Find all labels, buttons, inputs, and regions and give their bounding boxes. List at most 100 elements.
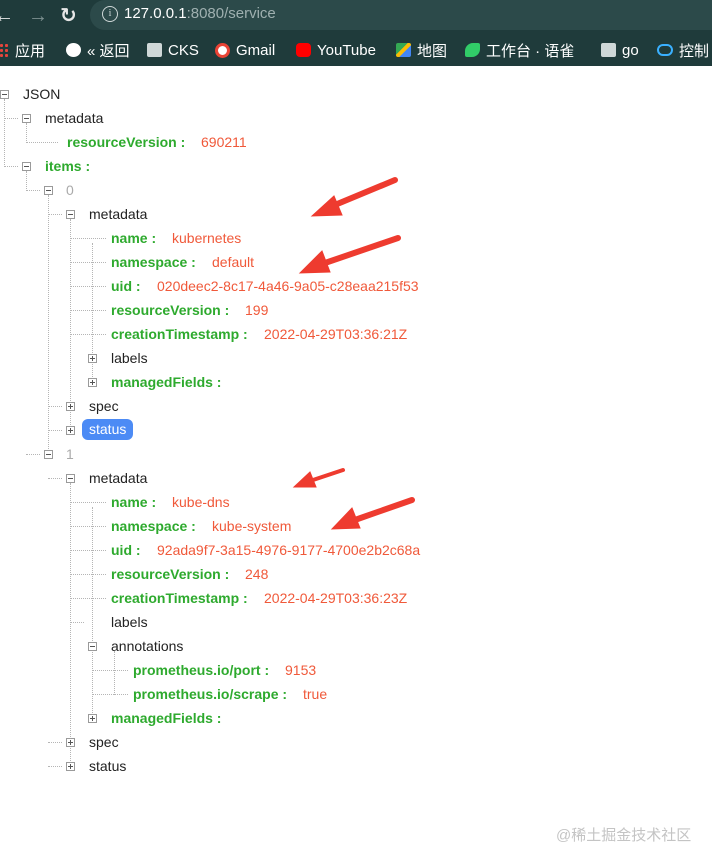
tree-node-labels[interactable]: labels: [111, 614, 148, 630]
tree-value: 690211: [201, 134, 247, 150]
tree-connector: [26, 142, 58, 143]
tree-connector: [92, 243, 93, 383]
forward-icon[interactable]: →: [28, 5, 48, 27]
collapse-toggle[interactable]: [44, 450, 53, 459]
tree-key: resourceVersion :: [111, 302, 230, 318]
tree-node-labels[interactable]: labels: [111, 350, 148, 366]
expand-toggle[interactable]: [66, 738, 75, 747]
collapse-toggle[interactable]: [22, 162, 31, 171]
bookmark-youtube[interactable]: YouTube: [296, 39, 376, 61]
tree-node-metadata[interactable]: metadata: [89, 206, 148, 222]
bookmark-apps[interactable]: 应用: [0, 39, 45, 61]
google-icon: [215, 42, 230, 58]
tree-value: 248: [245, 566, 269, 582]
red-arrow-icon: [330, 497, 415, 530]
tree-connector: [48, 406, 62, 407]
tree-value: default: [212, 254, 255, 270]
collapse-toggle[interactable]: [44, 186, 53, 195]
tree-value: 199: [245, 302, 269, 318]
tree-connector: [48, 214, 62, 215]
site-info-icon[interactable]: i: [102, 6, 118, 22]
tree-connector: [4, 118, 18, 119]
tree-connector: [70, 483, 71, 767]
tree-value: 2022-04-29T03:36:23Z: [264, 590, 408, 606]
tree-node-index[interactable]: 1: [66, 446, 74, 462]
red-arrow-icon: [310, 177, 398, 217]
tree-value: 020deec2-8c17-4a46-9a05-c28eaa215f53: [157, 278, 419, 294]
expand-toggle[interactable]: [88, 378, 97, 387]
tree-connector: [48, 478, 62, 479]
reload-icon[interactable]: ↻: [60, 5, 77, 27]
tree-connector: [26, 123, 27, 143]
expand-toggle[interactable]: [88, 354, 97, 363]
tree-node-metadata[interactable]: metadata: [45, 110, 104, 126]
url-text[interactable]: 127.0.0.1:8080/service: [124, 5, 276, 22]
tree-connector: [70, 574, 106, 575]
bookmark-go[interactable]: go: [601, 39, 639, 61]
bookmarks-bar: 应用 « 返回 CKS Gmail YouTube 地图 工作台 · 语雀 go…: [0, 34, 712, 66]
tree-key: creationTimestamp :: [111, 590, 248, 606]
expand-toggle[interactable]: [66, 762, 75, 771]
tree-connector: [26, 454, 40, 455]
expand-toggle[interactable]: [88, 714, 97, 723]
tree-connector: [48, 766, 62, 767]
bookmark-gmail[interactable]: Gmail: [215, 39, 275, 61]
tree-node-items[interactable]: items :: [45, 158, 91, 174]
maps-icon: [396, 43, 411, 57]
tree-connector: [26, 190, 40, 191]
watermark: @稀土掘金技术社区: [556, 827, 692, 844]
collapse-toggle[interactable]: [22, 114, 31, 123]
tree-key: name :: [111, 494, 157, 510]
tree-connector: [70, 598, 106, 599]
collapse-toggle[interactable]: [0, 90, 9, 99]
tree-value: kubernetes: [172, 230, 242, 246]
tree-connector: [70, 219, 71, 431]
tree-key: uid :: [111, 278, 141, 294]
tree-key: prometheus.io/scrape :: [133, 686, 288, 702]
tree-node-metadata[interactable]: metadata: [89, 470, 148, 486]
tree-key: namespace :: [111, 518, 196, 534]
tree-connector: [70, 334, 106, 335]
tree-node-root[interactable]: JSON: [23, 86, 61, 102]
tree-node-managedfields[interactable]: managedFields :: [111, 374, 222, 390]
tree-connector: [70, 286, 106, 287]
expand-toggle[interactable]: [66, 426, 75, 435]
cloud-icon: [657, 44, 673, 56]
expand-toggle[interactable]: [66, 402, 75, 411]
folder-icon: [147, 43, 162, 57]
back-icon[interactable]: ←: [0, 5, 14, 27]
bookmark-maps[interactable]: 地图: [396, 39, 447, 61]
tree-key: name :: [111, 230, 157, 246]
tree-connector: [70, 238, 106, 239]
youtube-icon: [296, 43, 311, 57]
tree-node-status[interactable]: status: [89, 758, 127, 774]
tree-value: 92ada9f7-3a15-4976-9177-4700e2b2c68a: [157, 542, 421, 558]
folder-icon: [601, 43, 616, 57]
tree-connector: [114, 651, 115, 695]
collapse-toggle[interactable]: [88, 642, 97, 651]
address-bar[interactable]: [90, 0, 712, 30]
tree-node-annotations[interactable]: annotations: [111, 638, 184, 654]
globe-icon: [66, 43, 81, 57]
bookmark-back[interactable]: « 返回: [66, 39, 130, 61]
tree-value: 2022-04-29T03:36:21Z: [264, 326, 408, 342]
tree-value: kube-system: [212, 518, 292, 534]
tree-connector: [70, 622, 84, 623]
tree-connector: [70, 262, 106, 263]
collapse-toggle[interactable]: [66, 474, 75, 483]
tree-key: namespace :: [111, 254, 196, 270]
bookmark-yuque[interactable]: 工作台 · 语雀: [465, 39, 574, 61]
tree-node-spec[interactable]: spec: [89, 398, 119, 414]
tree-node-status-selected[interactable]: status: [82, 419, 134, 440]
tree-connector: [48, 430, 62, 431]
tree-connector: [4, 166, 18, 167]
tree-node-managedfields[interactable]: managedFields :: [111, 710, 222, 726]
tree-node-spec[interactable]: spec: [89, 734, 119, 750]
tree-connector: [48, 742, 62, 743]
tree-key: resourceVersion :: [67, 134, 186, 150]
bookmark-console[interactable]: 控制: [657, 39, 709, 61]
collapse-toggle[interactable]: [66, 210, 75, 219]
bookmark-cks[interactable]: CKS: [147, 39, 199, 61]
tree-node-index[interactable]: 0: [66, 182, 74, 198]
